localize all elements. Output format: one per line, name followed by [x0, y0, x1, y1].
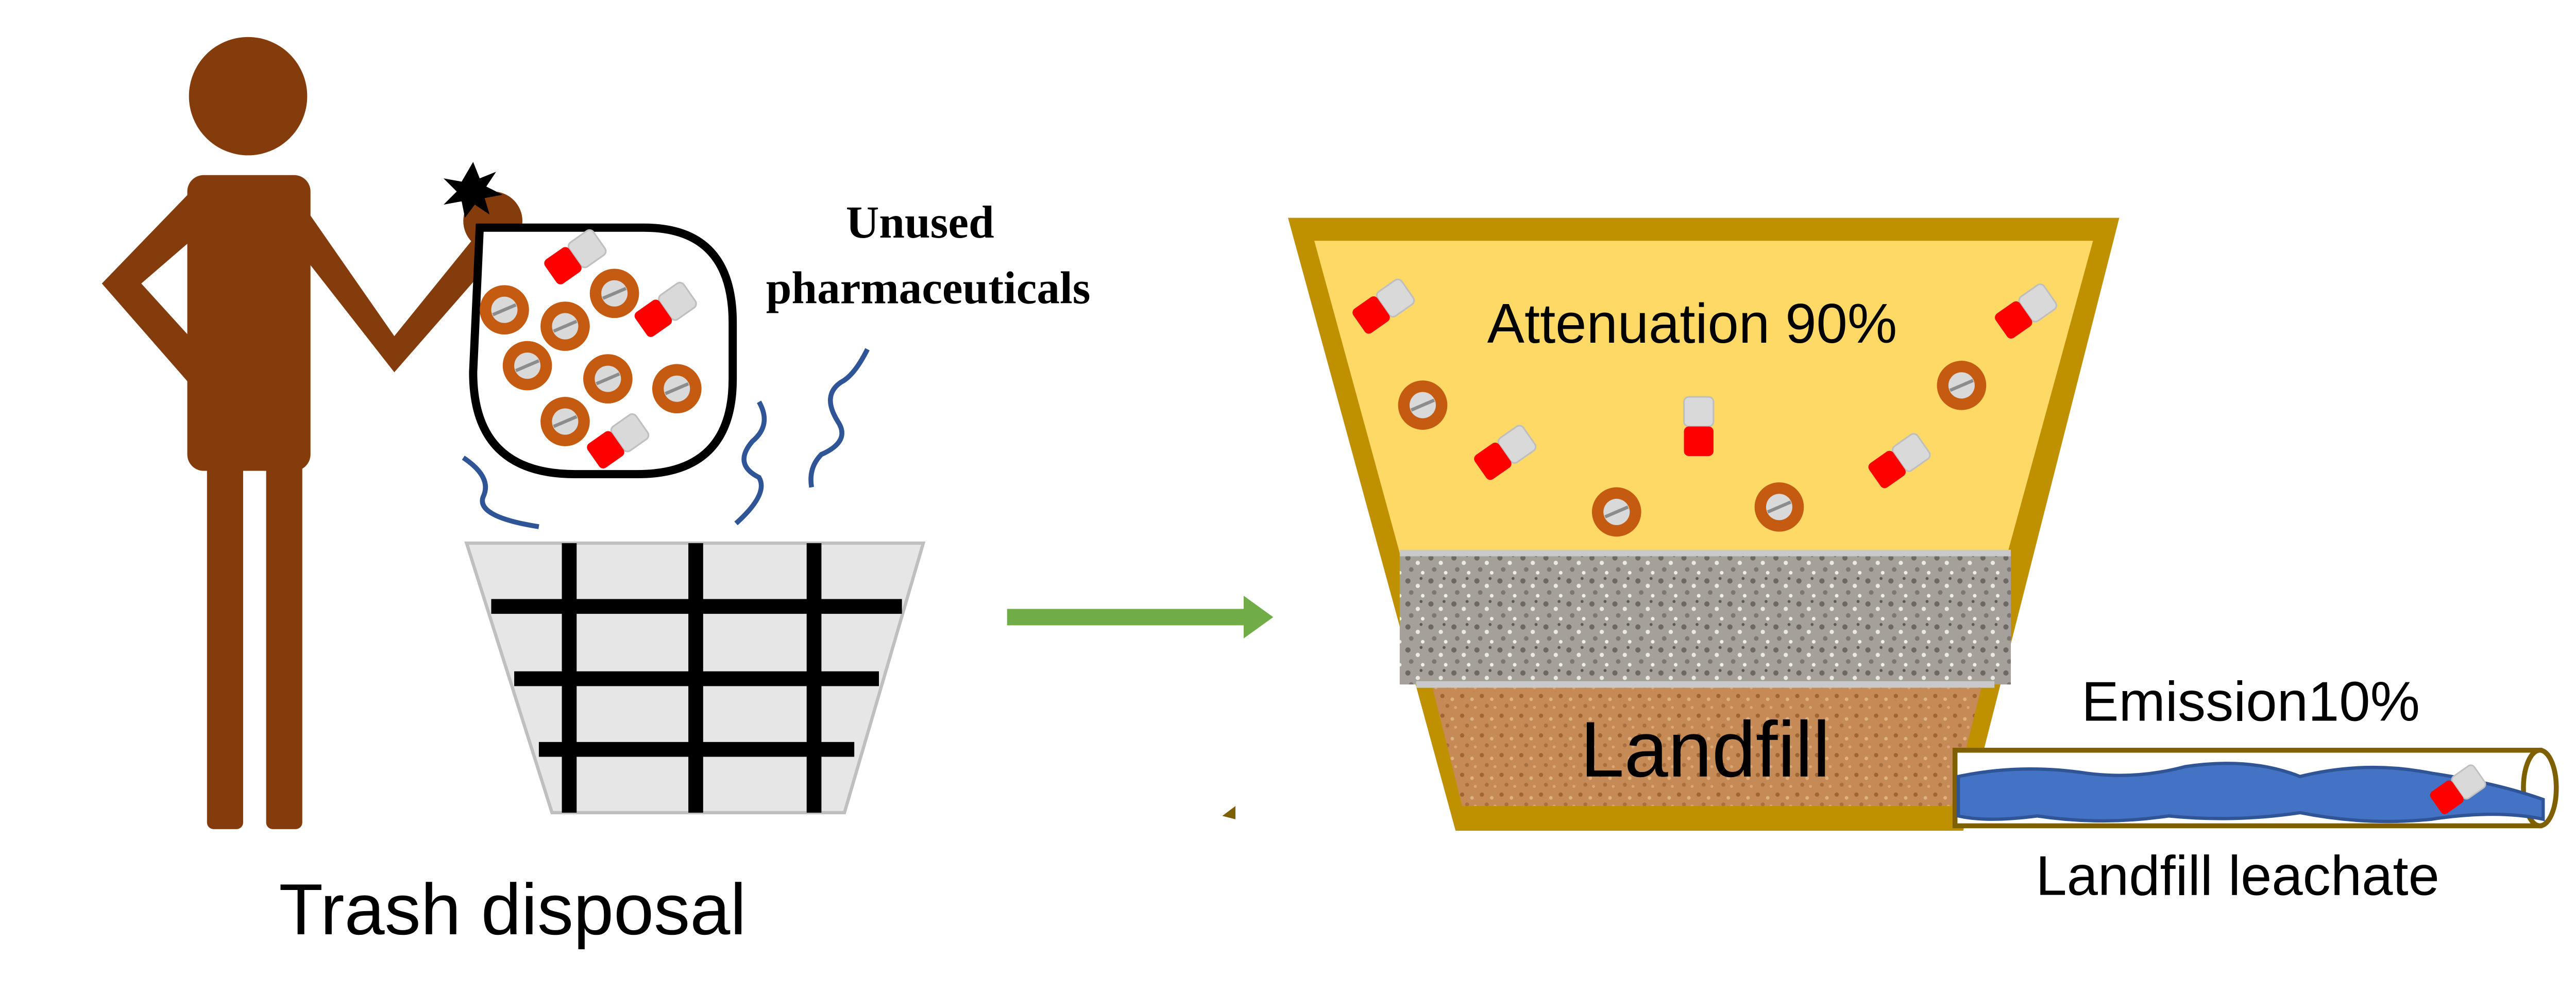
- attenuation-label: Attenuation 90%: [1487, 292, 1897, 355]
- tablet-pill-icon: [540, 301, 590, 351]
- tablet-pill-icon: [1755, 482, 1804, 532]
- tablet-pill-icon: [590, 268, 639, 318]
- landfill-leachate-label: Landfill leachate: [2036, 844, 2439, 906]
- tablet-pill-icon: [1592, 488, 1641, 537]
- tablet-pill-icon: [1937, 361, 1987, 410]
- trash-bin-icon: [464, 541, 926, 815]
- pharmaceutical-bag-icon: [469, 223, 737, 479]
- unused-pharmaceuticals-label-line2: pharmaceuticals: [766, 262, 1091, 313]
- tablet-pill-icon: [480, 285, 529, 334]
- tablet-pill-icon: [652, 364, 702, 413]
- tablet-pill-icon: [503, 341, 552, 391]
- tablet-pill-icon: [583, 354, 633, 404]
- soil-layer: [1432, 687, 1981, 807]
- landfill-container: [1288, 217, 2120, 831]
- gravel-layer: [1399, 553, 2011, 685]
- burst-icon: [443, 162, 503, 218]
- capsule-icon: [1683, 396, 1715, 457]
- leachate-water: [1956, 762, 2545, 824]
- leachate-pipe-icon: [1952, 747, 2559, 829]
- tablet-pill-icon: [1398, 380, 1448, 430]
- arrow-marker-fragment: [1222, 806, 1235, 819]
- emission-label: Emission10%: [2081, 670, 2420, 732]
- trash-disposal-label: Trash disposal: [279, 869, 746, 950]
- right-arrow-icon: [1007, 596, 1274, 639]
- landfill-label: Landfill: [1580, 706, 1830, 794]
- tablet-pill-icon: [540, 397, 590, 446]
- odor-lines: [462, 348, 870, 529]
- unused-pharmaceuticals-label-line1: Unused: [846, 197, 994, 248]
- person-figure-icon: [101, 37, 523, 829]
